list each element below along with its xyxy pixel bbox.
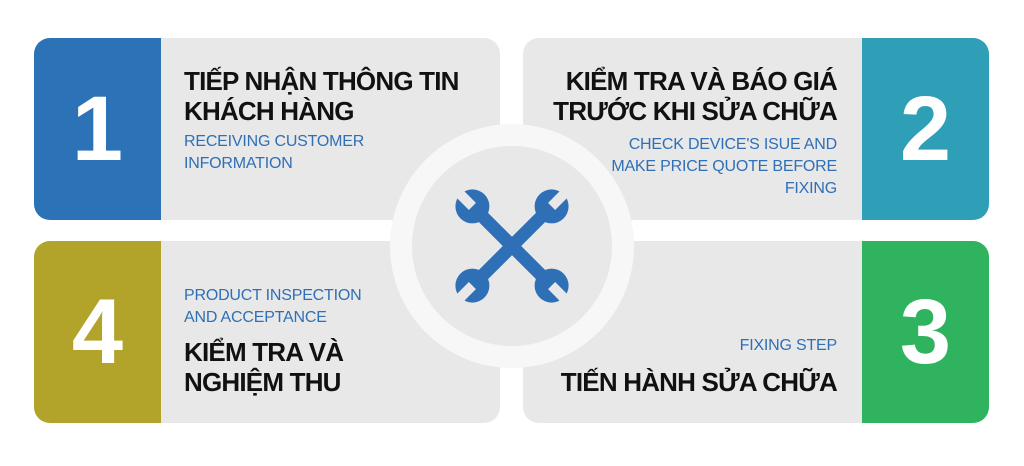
step-card-4: 4 PRODUCT INSPECTION AND ACCEPTANCE KIỂM… bbox=[34, 241, 500, 423]
step-card-1: 1 TIẾP NHẬN THÔNG TIN KHÁCH HÀNG RECEIVI… bbox=[34, 38, 500, 220]
step-title-4: KIỂM TRA VÀ NGHIỆM THU bbox=[184, 337, 344, 397]
step-number-2: 2 bbox=[862, 38, 989, 220]
step-subtitle-4: PRODUCT INSPECTION AND ACCEPTANCE bbox=[184, 287, 362, 326]
step-subtitle-1: RECEIVING CUSTOMER INFORMATION bbox=[184, 133, 365, 172]
wrench-cross-icon bbox=[443, 177, 581, 315]
step-title-1: TIẾP NHẬN THÔNG TIN KHÁCH HÀNG bbox=[184, 66, 459, 126]
step-number-4: 4 bbox=[34, 241, 161, 423]
step-subtitle-2: CHECK DEVICE'S ISUE AND MAKE PRICE QUOTE… bbox=[611, 136, 837, 197]
step-number-1: 1 bbox=[34, 38, 161, 220]
step-title-2: KIỂM TRA VÀ BÁO GIÁ TRƯỚC KHI SỬA CHỮA bbox=[553, 66, 838, 126]
step-number-3: 3 bbox=[862, 241, 989, 423]
step-title-3: TIẾN HÀNH SỬA CHỮA bbox=[560, 367, 838, 397]
step-subtitle-3: FIXING STEP bbox=[739, 337, 838, 354]
